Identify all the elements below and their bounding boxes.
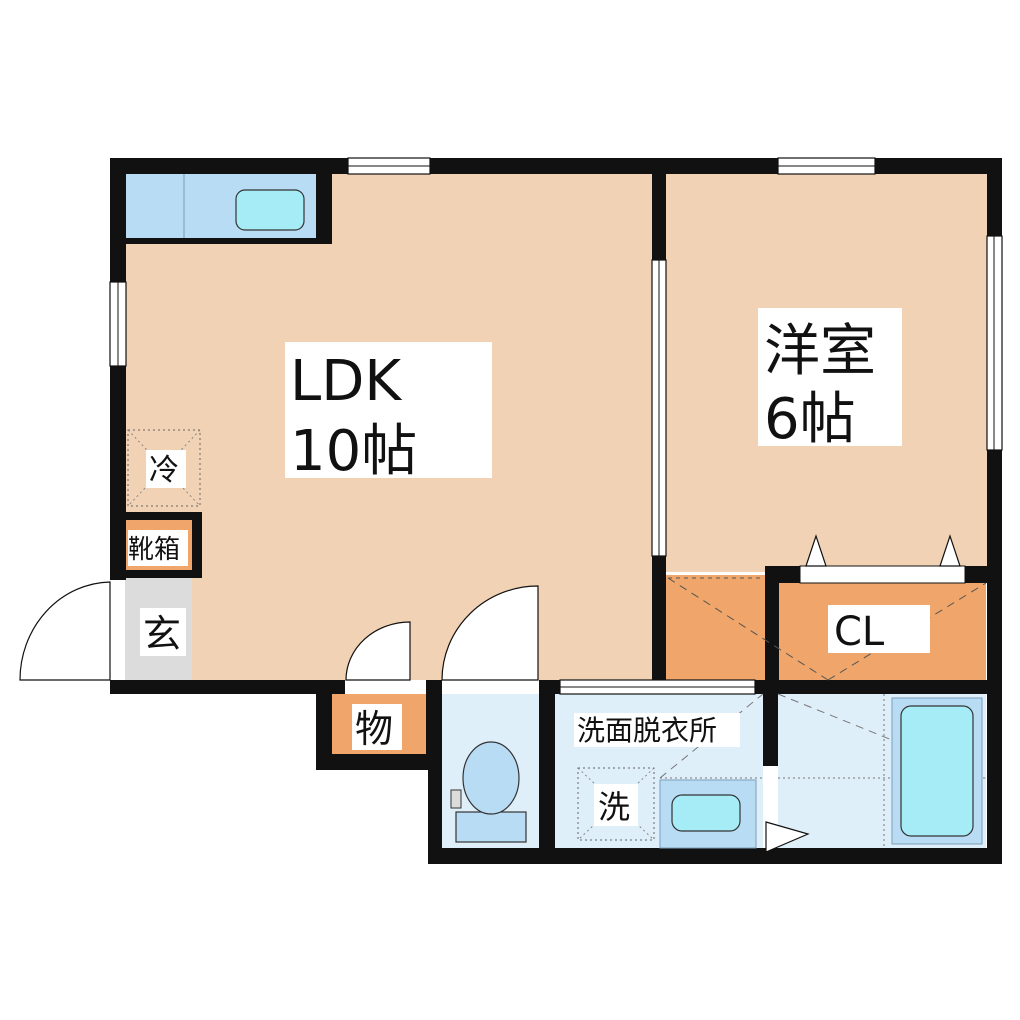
toilet-tank — [455, 811, 527, 843]
storage-door-swing — [345, 621, 411, 681]
wall-counter-bottom — [110, 238, 332, 244]
wall-ldk-western-top — [652, 158, 666, 260]
windows — [109, 157, 1003, 695]
closet-door-track — [799, 565, 966, 584]
washer-label-box — [594, 784, 638, 826]
closet-door-marker-right — [939, 534, 961, 567]
closet-label-box — [828, 605, 930, 653]
wall-bath-divider — [763, 680, 778, 766]
closet-diagonal-a — [667, 577, 829, 681]
wall-top-right — [875, 158, 1002, 174]
closet-name: CL — [834, 609, 885, 655]
toilet-paper — [450, 789, 462, 809]
wall-middle-far — [755, 680, 1002, 694]
wall-storage-left — [316, 680, 332, 770]
wall-right-lower — [987, 450, 1002, 864]
shoebox-name: 靴箱 — [128, 535, 180, 565]
front-door-swing — [19, 581, 111, 681]
wall-toilet-left — [428, 680, 442, 864]
washer-space — [577, 767, 655, 841]
wall-counter-side — [316, 158, 332, 242]
closet-diagonal-b — [827, 582, 987, 681]
ldk-name: LDK — [290, 349, 402, 414]
storage-label-box — [352, 704, 402, 750]
wall-storage-bottom — [316, 754, 442, 770]
washer-label: 洗 — [598, 788, 630, 826]
wall-shoebox-right — [192, 512, 202, 578]
wall-top-left — [110, 158, 348, 174]
wall-middle-left — [110, 680, 345, 694]
wall-right-upper — [987, 158, 1002, 236]
western-label-box — [758, 308, 902, 446]
entrance-label-box — [140, 608, 186, 656]
western-name: 洋室 — [764, 319, 876, 384]
vanity-basin — [671, 794, 741, 832]
wall-closet-left — [765, 566, 779, 694]
fridge-space — [127, 429, 201, 507]
wall-left-mid — [110, 366, 126, 580]
wall-bottom — [428, 848, 1002, 864]
bath-door — [765, 821, 810, 853]
toilet-door-swing — [441, 585, 539, 681]
wall-left-upper — [110, 158, 126, 282]
wall-shoebox-top — [110, 512, 202, 520]
wall-shoebox-bottom — [110, 570, 202, 578]
wall-toilet-right — [539, 680, 555, 864]
ldk-label-box — [285, 342, 492, 478]
wall-top-mid — [430, 158, 778, 174]
bathtub — [900, 705, 974, 837]
doors — [19, 581, 810, 853]
fridge-label: 冷 — [149, 453, 179, 488]
washroom-name: 洗面脱衣所 — [577, 714, 717, 747]
closet-door-marker-left — [805, 534, 827, 567]
washroom-label-box — [574, 713, 740, 747]
kitchen-sink — [235, 189, 305, 231]
wall-ldk-western-bottom — [652, 556, 666, 694]
ldk-size: 10帖 — [290, 419, 417, 484]
storage-name: 物 — [355, 707, 393, 751]
shoebox-label-box — [128, 530, 188, 566]
western-size: 6帖 — [764, 387, 856, 452]
fridge-label-box — [146, 450, 186, 488]
entrance-name: 玄 — [143, 612, 181, 656]
toilet-bowl — [462, 741, 520, 815]
closet-front-floor — [665, 575, 765, 680]
